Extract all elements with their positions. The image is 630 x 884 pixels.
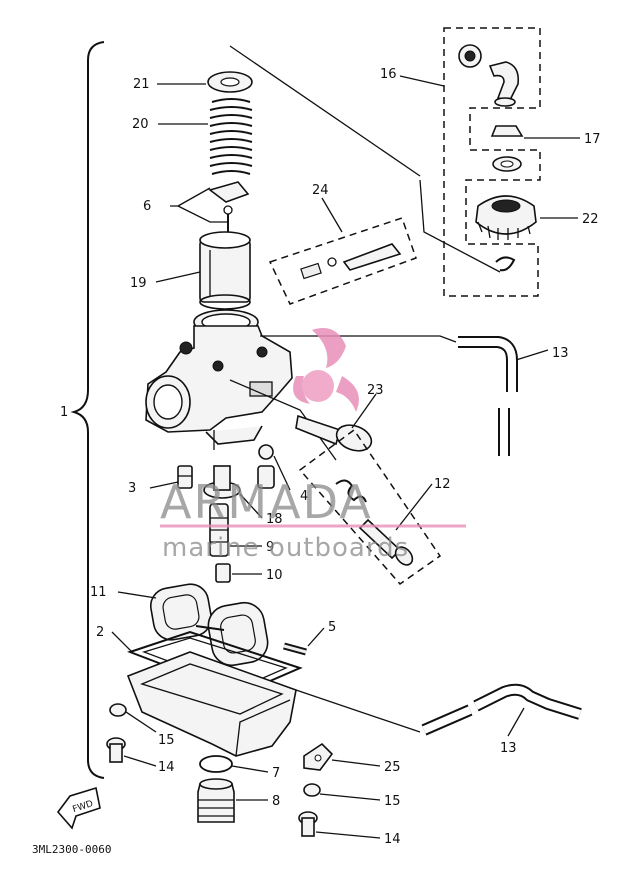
part-20-spring [209, 98, 253, 175]
callout-20: 20 [132, 117, 149, 132]
callout-18: 18 [266, 512, 283, 527]
callout-7: 7 [272, 766, 280, 781]
part-5-float-pin [283, 642, 307, 656]
part-7-o-ring [199, 755, 233, 773]
callout-24: 24 [312, 183, 329, 198]
armada-logo-icon [293, 328, 359, 412]
callout-14-left: 14 [158, 760, 175, 775]
callout-5: 5 [328, 620, 336, 635]
part-9-main-jet [209, 503, 229, 557]
fwd-arrow-icon [56, 786, 101, 830]
part-12-pilot-screw-set [298, 428, 442, 585]
callout-9: 9 [266, 540, 274, 555]
part-15-washer-right [303, 783, 321, 797]
callout-11: 11 [90, 585, 107, 600]
callout-3: 3 [128, 481, 136, 496]
callout-1: 1 [60, 405, 68, 420]
part-21-washer [207, 71, 253, 93]
watermark-tagline: marine outboards [162, 533, 409, 563]
part-10-jet [215, 563, 231, 583]
callout-10: 10 [266, 568, 283, 583]
part-13-vent-hose-upper [458, 336, 518, 456]
callout-25: 25 [384, 760, 401, 775]
part-18-needle-jet [203, 465, 241, 499]
callout-12: 12 [434, 477, 451, 492]
callout-14-right: 14 [384, 832, 401, 847]
callout-6: 6 [143, 199, 151, 214]
part-4-washer-screw [257, 444, 275, 489]
callout-13-upper: 13 [552, 346, 569, 361]
part-14-screw-left [106, 737, 126, 763]
part-3-pilot-jet [177, 465, 193, 489]
callout-8: 8 [272, 794, 280, 809]
callout-19: 19 [130, 276, 147, 291]
carburetor-body [145, 309, 457, 461]
callout-17: 17 [584, 132, 601, 147]
assembly-bracket [70, 41, 105, 779]
callout-21: 21 [133, 77, 150, 92]
callout-2: 2 [96, 625, 104, 640]
part-15-washer-left [109, 703, 127, 717]
callout-15-right: 15 [384, 794, 401, 809]
part-group-16-cap [229, 27, 541, 297]
callout-15-left: 15 [158, 733, 175, 748]
part-13-drain-hose-lower [421, 683, 582, 736]
part-25-bracket [303, 742, 334, 771]
part-19-throttle-slide [199, 231, 251, 310]
callout-22: 22 [582, 212, 599, 227]
float-bowl [126, 651, 421, 757]
watermark-brand: ARMADA [160, 475, 373, 529]
callout-13-lower: 13 [500, 741, 517, 756]
part-6-clip-plate [208, 181, 250, 236]
callout-4: 4 [300, 489, 308, 504]
part-24-screw-kit [268, 217, 417, 305]
callout-23: 23 [367, 383, 384, 398]
drawing-code: 3ML2300-0060 [32, 843, 111, 856]
part-11-float [149, 583, 269, 667]
part-14-screw-right [298, 811, 318, 837]
callout-16: 16 [380, 67, 397, 82]
part-8-drain-plug [197, 778, 235, 823]
part-23-starter-plunger [295, 414, 373, 452]
